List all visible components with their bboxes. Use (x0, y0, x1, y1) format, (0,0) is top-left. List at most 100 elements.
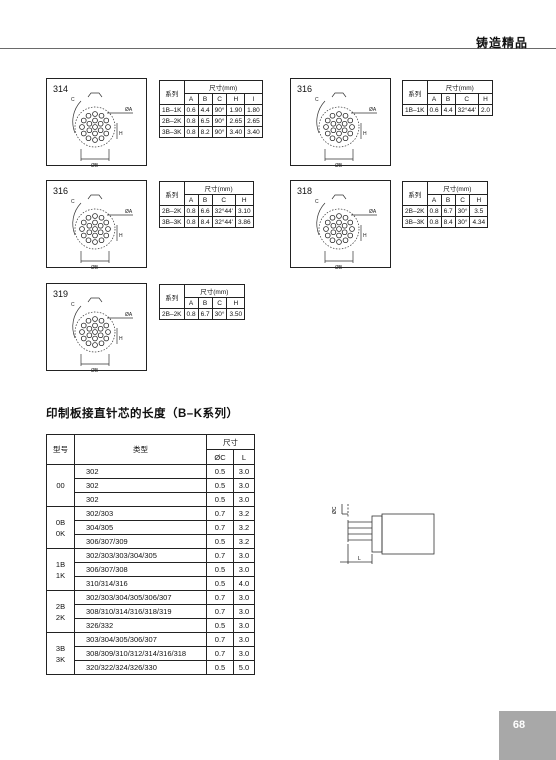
pin (330, 222, 337, 229)
pin (349, 124, 355, 130)
dimension-label-a: ØA (125, 107, 133, 113)
table-cell: 2B–2K (402, 205, 428, 217)
oc-cell: 0.7 (206, 506, 234, 521)
table-cell: 0.6 (183, 104, 199, 116)
oc-cell: 0.5 (206, 660, 234, 675)
column-header: I (244, 93, 263, 105)
pin (330, 127, 337, 134)
pin (97, 325, 104, 332)
pin (92, 239, 98, 245)
dimension-label-b: ØB (335, 163, 343, 167)
table-cell: 2B–2K (159, 115, 185, 127)
col-size-header: 尺寸 (206, 434, 255, 450)
model-label: 2B (55, 601, 66, 611)
pin (323, 124, 329, 130)
pin (92, 137, 98, 143)
pin-circle (318, 208, 360, 250)
column-header: B (197, 93, 213, 105)
column-header: H (477, 93, 493, 105)
table-cell: 8.4 (440, 216, 456, 228)
oc-cell: 0.5 (206, 576, 234, 591)
table-cell: 30° (454, 205, 471, 217)
table-cell: 3.10 (234, 205, 254, 217)
table-cell: 6.5 (197, 115, 213, 127)
pin (336, 226, 342, 232)
table-cell: 3B–3K (159, 126, 185, 138)
table-cell: 6.6 (197, 205, 213, 217)
type-cell: 308/309/310/312/314/316/318 (74, 646, 207, 661)
column-header: B (440, 194, 456, 206)
size-header: 尺寸(mm) (183, 284, 246, 298)
pin (98, 214, 105, 221)
table-cell: 2.65 (244, 115, 263, 127)
angle-arc (72, 305, 82, 339)
type-cell: 310/314/316 (74, 576, 207, 591)
type-cell: 306/307/309 (74, 534, 207, 549)
pin (105, 124, 111, 130)
table-cell: 1B–1K (159, 104, 185, 116)
pin (86, 332, 93, 339)
type-cell: 304/305 (74, 520, 207, 535)
dimension-label-a: ØA (369, 209, 377, 215)
pin (86, 222, 93, 229)
l-cell: 3.0 (233, 492, 255, 507)
type-cell: 326/332 (74, 618, 207, 633)
pin (98, 317, 105, 324)
pin (336, 111, 342, 117)
type-cell: 302/303 (74, 506, 207, 521)
column-header: H (234, 194, 254, 206)
l-cell: 3.0 (233, 478, 255, 493)
pin (341, 222, 348, 229)
pin-circle (74, 106, 116, 148)
dimension-label-h: H (363, 131, 367, 137)
l-cell: 3.0 (233, 464, 255, 479)
dimension-label-a: ØA (369, 107, 377, 113)
type-cell: 306/307/308 (74, 562, 207, 577)
pin (97, 332, 104, 339)
l-label: L (358, 556, 361, 562)
col-model-header: 型号 (46, 434, 75, 465)
oc-cell: 0.5 (206, 562, 234, 577)
pin (79, 329, 85, 335)
table-cell: 4.34 (469, 216, 489, 228)
table-cell: 2B–2K (159, 205, 185, 217)
l-cell: 3.2 (233, 534, 255, 549)
model-label: 3B (55, 643, 66, 653)
header-title: 铸造精品 (475, 36, 528, 50)
pin (341, 120, 348, 127)
model-label: 2K (55, 612, 66, 622)
pin (86, 127, 93, 134)
l-cell: 3.2 (233, 520, 255, 535)
pin (105, 329, 111, 335)
pin (336, 219, 342, 226)
pin (342, 214, 349, 221)
model-label: 3K (55, 654, 66, 664)
oc-cell: 0.5 (206, 534, 234, 549)
pin (80, 322, 87, 329)
pin (92, 232, 98, 239)
column-header: C (454, 194, 471, 206)
pin (336, 239, 342, 245)
table-cell: 3.40 (244, 126, 263, 138)
key-notch (331, 92, 347, 98)
size-header: 尺寸(mm) (183, 80, 263, 94)
l-cell: 3.0 (233, 646, 255, 661)
pin (86, 325, 93, 332)
pin (98, 237, 105, 244)
pin (347, 117, 354, 124)
